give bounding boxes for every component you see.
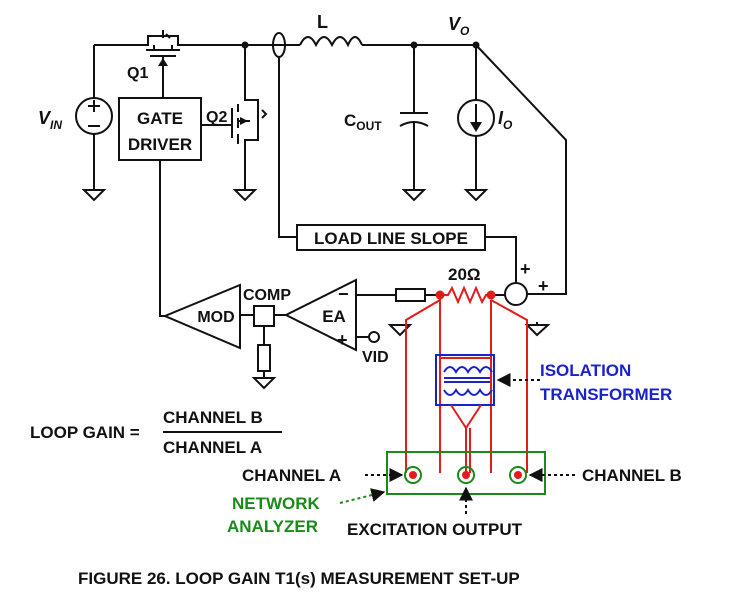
- comp-node: [240, 305, 286, 390]
- network-label-1: NETWORK: [232, 494, 321, 513]
- svg-text:MOD: MOD: [197, 309, 234, 326]
- inductor-label: L: [317, 12, 328, 32]
- network-label-2: ANALYZER: [227, 517, 318, 536]
- error-amplifier: EA − +: [283, 278, 380, 352]
- channel-a-port: [404, 466, 422, 484]
- load-line-path: LOAD LINE SLOPE: [278, 57, 517, 282]
- comp-label: COMP: [243, 287, 291, 304]
- plus-right-label: +: [538, 276, 549, 296]
- svg-text:EA: EA: [322, 307, 346, 326]
- channel-a-label: CHANNEL A: [242, 466, 341, 485]
- loop-gain-equation: LOOP GAIN = CHANNEL B CHANNEL A: [30, 408, 282, 457]
- channel-b-port: [509, 466, 527, 484]
- channel-b-label: CHANNEL B: [582, 466, 682, 485]
- q2-mosfet: [231, 45, 268, 202]
- svg-text:DRIVER: DRIVER: [128, 135, 192, 154]
- io-label: IO: [498, 108, 513, 132]
- isolation-label-1: ISOLATION: [540, 361, 631, 380]
- q1-label: Q1: [127, 65, 148, 82]
- summing-junction: [504, 282, 528, 306]
- plus-top-label: +: [520, 259, 531, 279]
- ea-input-resistor: [395, 288, 426, 302]
- svg-text:−: −: [338, 284, 349, 304]
- injection-wiring: [405, 295, 528, 473]
- top-rail: [94, 41, 480, 49]
- injection-grounds: [387, 322, 551, 337]
- modulator: MOD: [159, 160, 241, 350]
- q1-mosfet: [140, 30, 186, 98]
- load-line-slope-block: LOAD LINE SLOPE: [314, 229, 468, 248]
- excitation-label: EXCITATION OUTPUT: [347, 520, 523, 539]
- isolation-label-2: TRANSFORMER: [540, 385, 672, 404]
- vo-label: VO: [448, 14, 470, 38]
- cout-label: COUT: [344, 111, 382, 133]
- fraction-denominator: CHANNEL A: [163, 438, 262, 457]
- vin-source: [75, 45, 113, 202]
- vin-label: VIN: [38, 108, 62, 132]
- isolation-transformer: [435, 354, 495, 473]
- svg-text:GATE: GATE: [137, 109, 183, 128]
- resistor-label: 20Ω: [448, 265, 481, 284]
- fraction-numerator: CHANNEL B: [163, 408, 263, 427]
- excitation-port: [457, 466, 475, 484]
- output-capacitor: [399, 45, 429, 202]
- injection-resistor: [440, 285, 491, 305]
- gate-driver-block: GATE DRIVER: [118, 97, 232, 161]
- output-current-source: [457, 45, 495, 202]
- vid-label: VID: [362, 349, 389, 366]
- q2-label: Q2: [206, 109, 227, 126]
- loop-gain-label: LOOP GAIN =: [30, 423, 140, 442]
- svg-text:+: +: [337, 330, 348, 350]
- figure-caption: FIGURE 26. LOOP GAIN T1(s) MEASUREMENT S…: [78, 569, 520, 588]
- vo-sense-wire: [475, 44, 567, 295]
